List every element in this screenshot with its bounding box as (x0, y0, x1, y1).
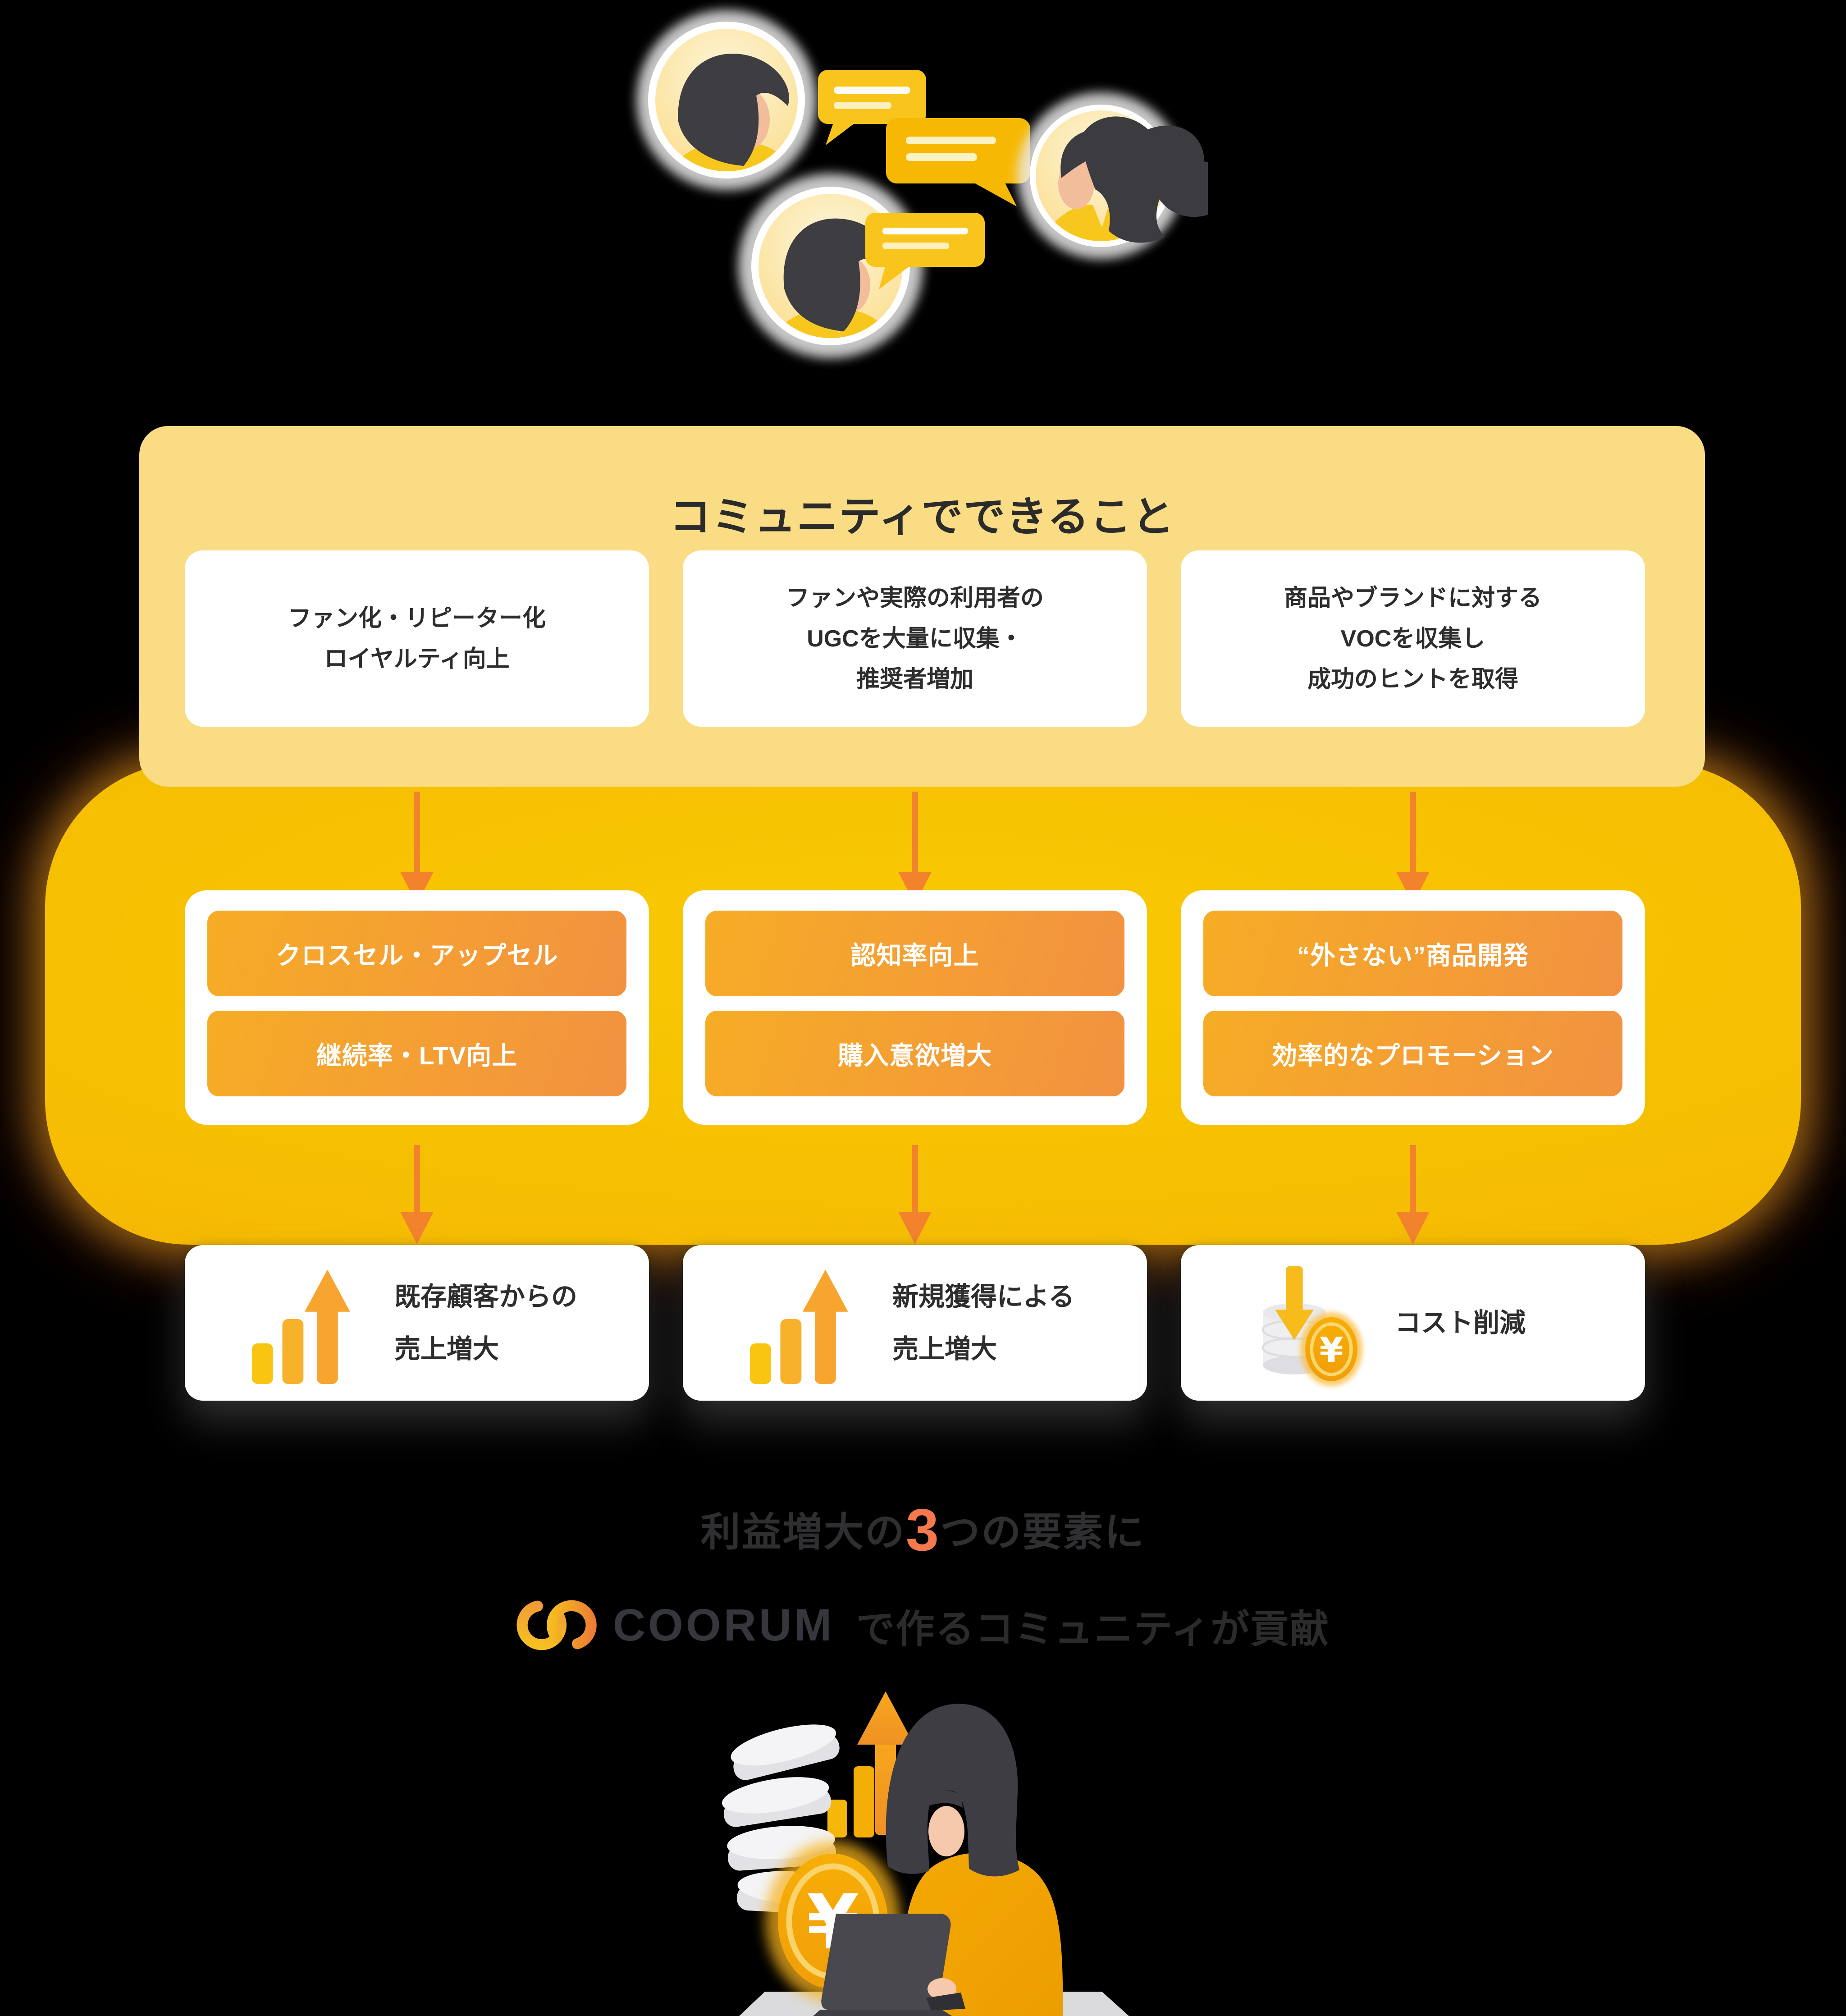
outcome-button: 認知率向上 (705, 911, 1124, 996)
capability-line: UGCを大量に収集・ (807, 625, 1023, 652)
svg-text:¥: ¥ (1320, 1330, 1343, 1370)
capability-card: ファン化・リピーター化 ロイヤルティ向上 (185, 550, 649, 727)
flow-arrow-down-icon (1410, 1145, 1416, 1212)
capability-line: 成功のヒントを取得 (1307, 666, 1518, 692)
cost-reduction-coin-icon: ¥ (1261, 1266, 1363, 1386)
flow-arrow-down-icon (414, 792, 420, 872)
outcome-button: 継続率・LTV向上 (207, 1011, 626, 1096)
flow-arrow-down-icon (1410, 792, 1416, 872)
working-person-illustration: ¥ (722, 1691, 1129, 2016)
headline-suffix: つの要素に (940, 1510, 1146, 1554)
brand-tagline: で作るコミュニティが貢献 (856, 1607, 1330, 1651)
capability-line: VOCを収集し (1340, 625, 1485, 652)
outcome-button: “外さない”商品開発 (1203, 911, 1622, 996)
result-line: 売上増大 (394, 1334, 499, 1364)
bar-chart-up-icon (750, 1269, 848, 1384)
laptop-icon (813, 1914, 965, 2016)
outcome-panel: クロスセル・アップセル 継続率・LTV向上 (185, 890, 649, 1125)
capability-line: 商品やブランドに対する (1284, 585, 1542, 611)
coorum-logo-icon (516, 1600, 597, 1650)
result-card: 新規獲得による 売上増大 (683, 1245, 1147, 1401)
flow-arrow-down-icon (414, 1145, 420, 1212)
capability-line: ファン化・リピーター化 (288, 605, 546, 632)
outcome-button: 購入意欲増大 (705, 1011, 1124, 1096)
outcome-button: クロスセル・アップセル (207, 911, 626, 996)
speech-bubble-icon (886, 118, 1030, 206)
speech-bubble-icon (865, 213, 985, 289)
outcome-panel: 認知率向上 購入意欲増大 (683, 890, 1147, 1125)
speech-bubble-icon (818, 70, 926, 145)
fan-community-illustration (636, 10, 1208, 358)
capability-line: 推奨者増加 (856, 666, 973, 692)
headline-number: 3 (905, 1497, 941, 1563)
headline-prefix: 利益増大の (700, 1510, 906, 1554)
profit-headline: 利益増大の3つの要素に (0, 1496, 1846, 1564)
result-card: ¥ コスト削減 (1181, 1245, 1645, 1401)
avatar-icon (636, 10, 817, 190)
result-card: 既存顧客からの 売上増大 (185, 1245, 649, 1401)
outcome-panel: “外さない”商品開発 効率的なプロモーション (1181, 890, 1645, 1125)
flow-arrow-down-icon (912, 1145, 918, 1212)
outcome-button: 効率的なプロモーション (1203, 1011, 1622, 1096)
brand-wordmark: COORUM (612, 1599, 835, 1650)
capability-card: 商品やブランドに対する VOCを収集し 成功のヒントを取得 (1181, 550, 1645, 727)
hand (928, 1978, 956, 2000)
bar-chart-up-icon (252, 1269, 350, 1384)
result-line: コスト削減 (1395, 1308, 1526, 1338)
result-line: 既存顧客からの (394, 1282, 578, 1311)
coorum-brand-line: COORUM で作るコミュニティが貢献 (0, 1578, 1846, 1672)
result-line: 新規獲得による (892, 1282, 1075, 1311)
capability-card: ファンや実際の利用者の UGCを大量に収集・ 推奨者増加 (683, 550, 1147, 727)
capability-line: ロイヤルティ向上 (324, 646, 510, 672)
capability-line: ファンや実際の利用者の (786, 585, 1044, 611)
community-box-title: コミュニティでできること (669, 494, 1175, 540)
result-line: 売上増大 (892, 1334, 997, 1364)
flow-arrow-down-icon (912, 792, 918, 872)
avatar-icon (738, 174, 923, 358)
avatar-icon (1018, 92, 1208, 259)
